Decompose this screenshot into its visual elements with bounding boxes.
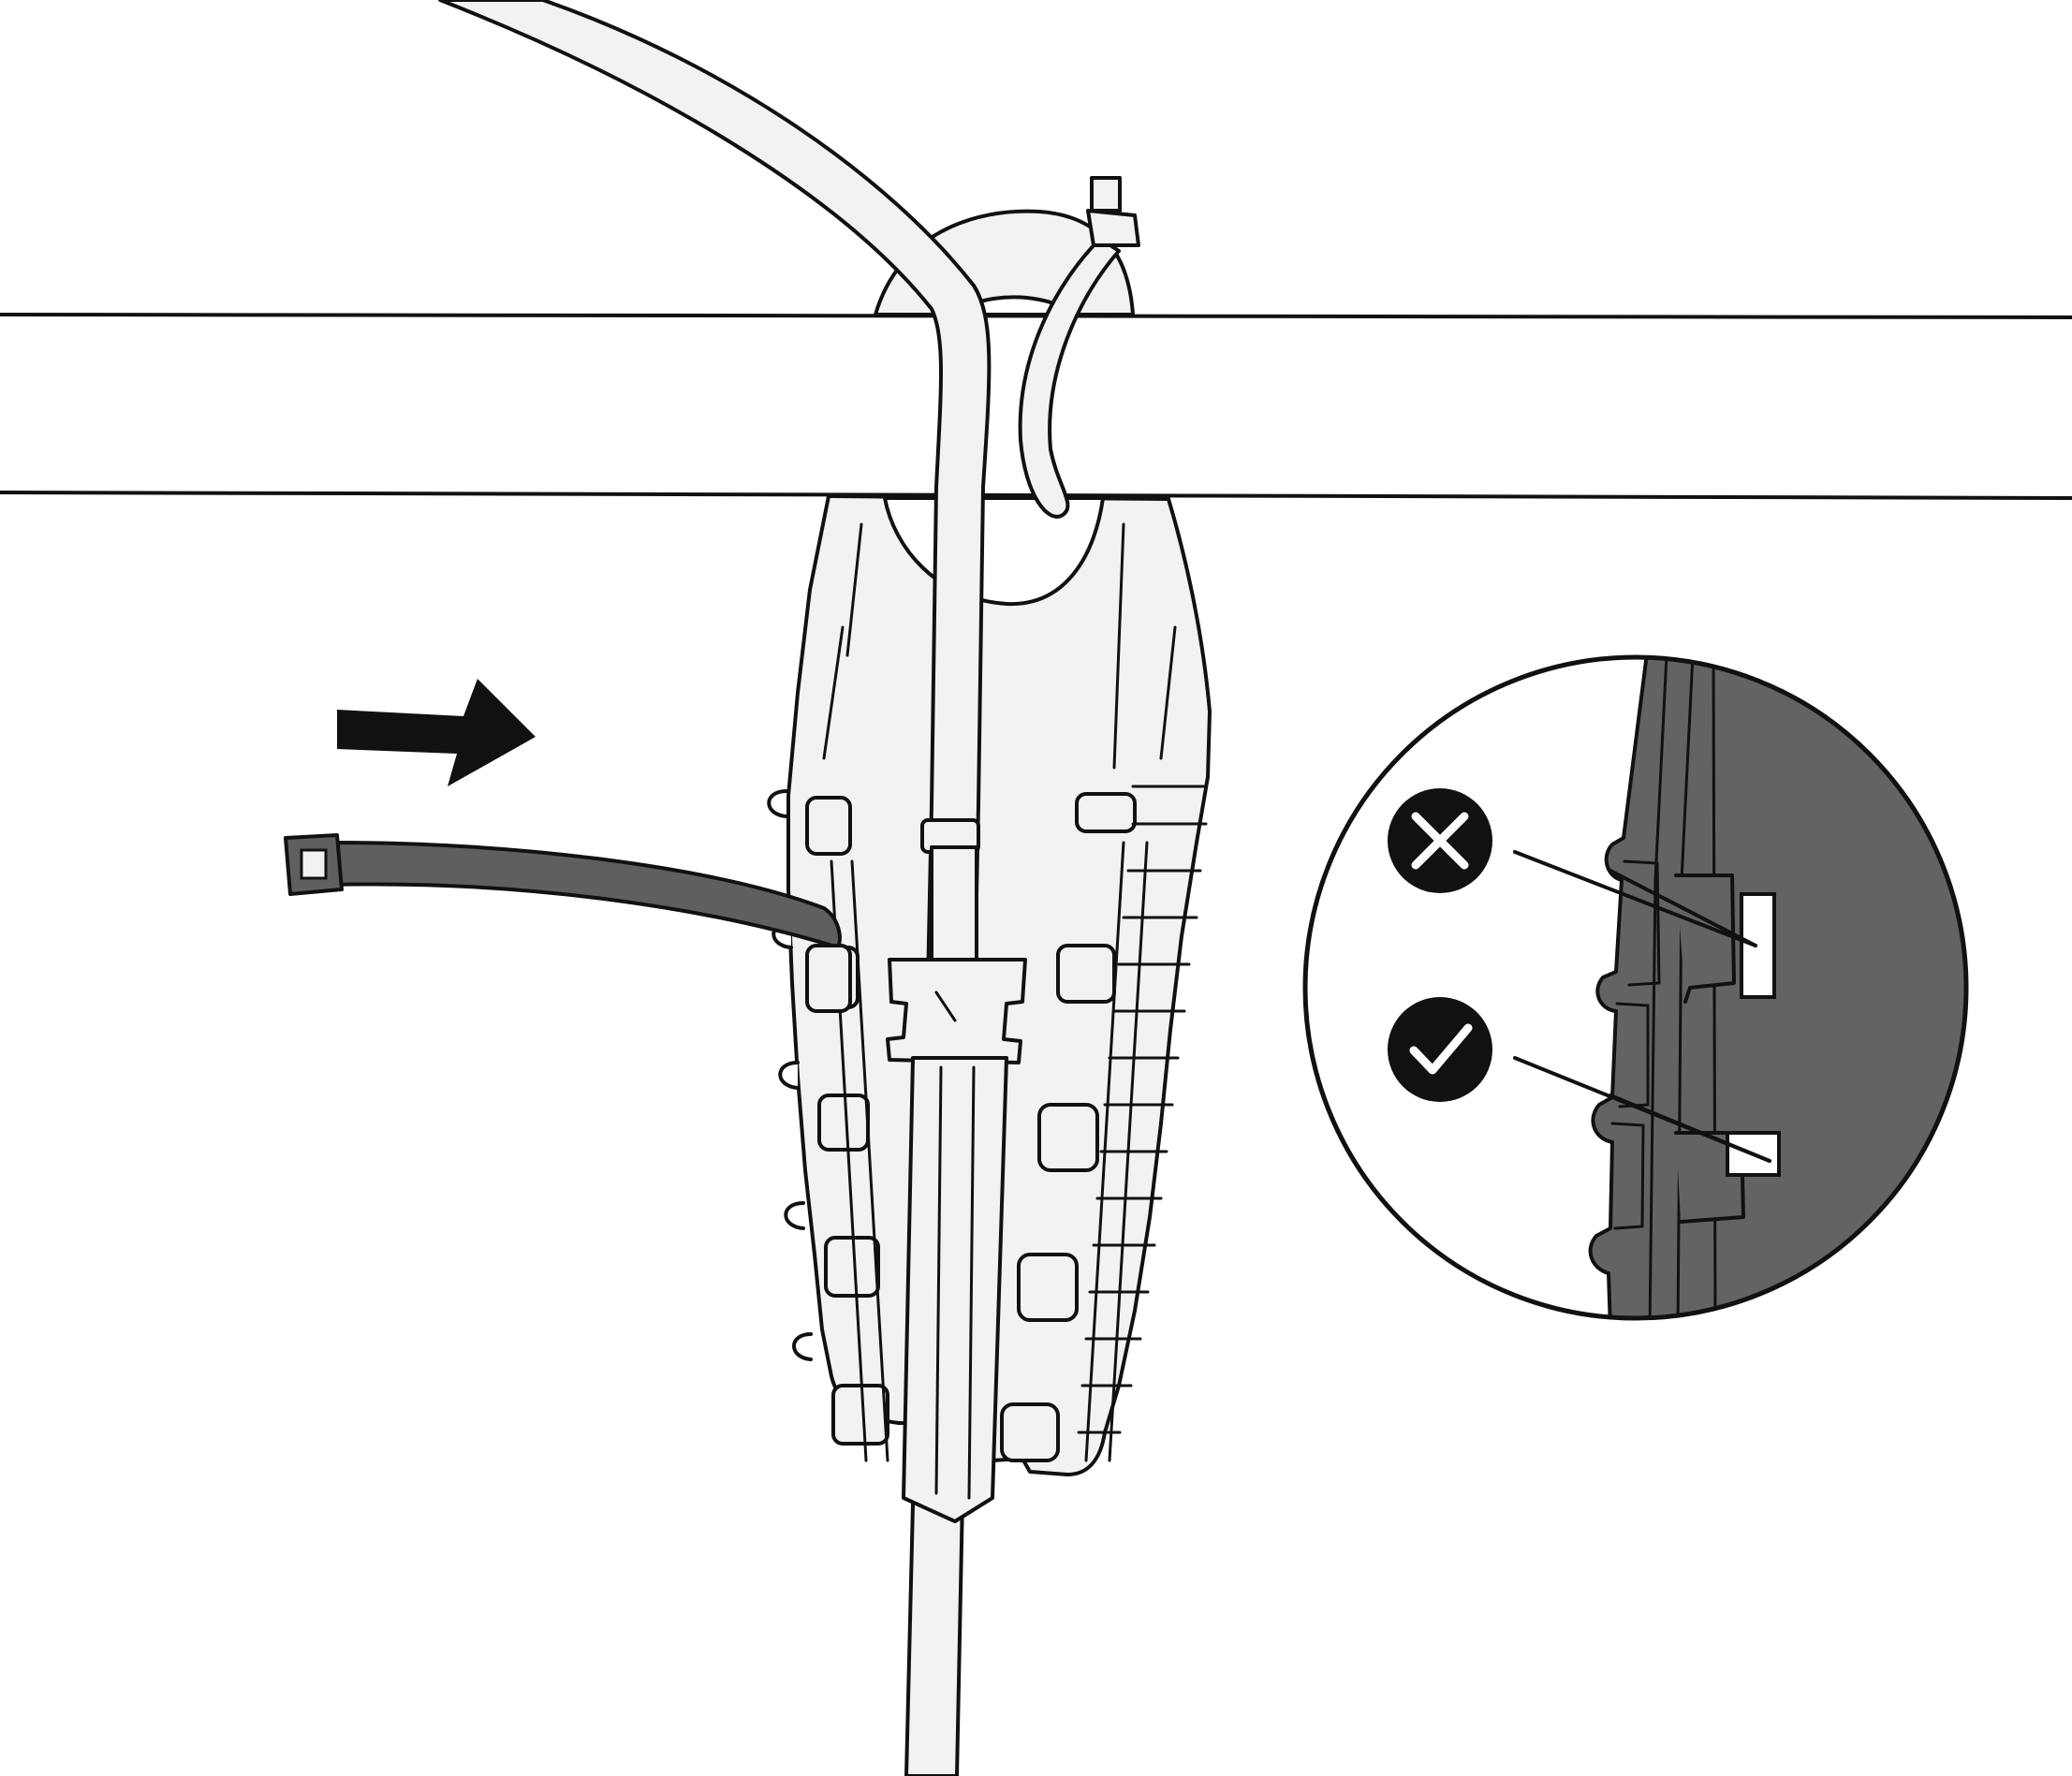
- tube: [438, 0, 1027, 1776]
- left-tab-column: [767, 789, 889, 1462]
- detail-callout: [1302, 654, 1969, 1321]
- dark-cable-tie: [284, 833, 852, 1013]
- cable-tie-on-rail: [1018, 176, 1140, 519]
- check-icon: [1388, 997, 1492, 1102]
- arrow-right-icon: [337, 679, 536, 786]
- right-ribbed-column: [1000, 785, 1208, 1462]
- cross-icon: [1388, 788, 1492, 893]
